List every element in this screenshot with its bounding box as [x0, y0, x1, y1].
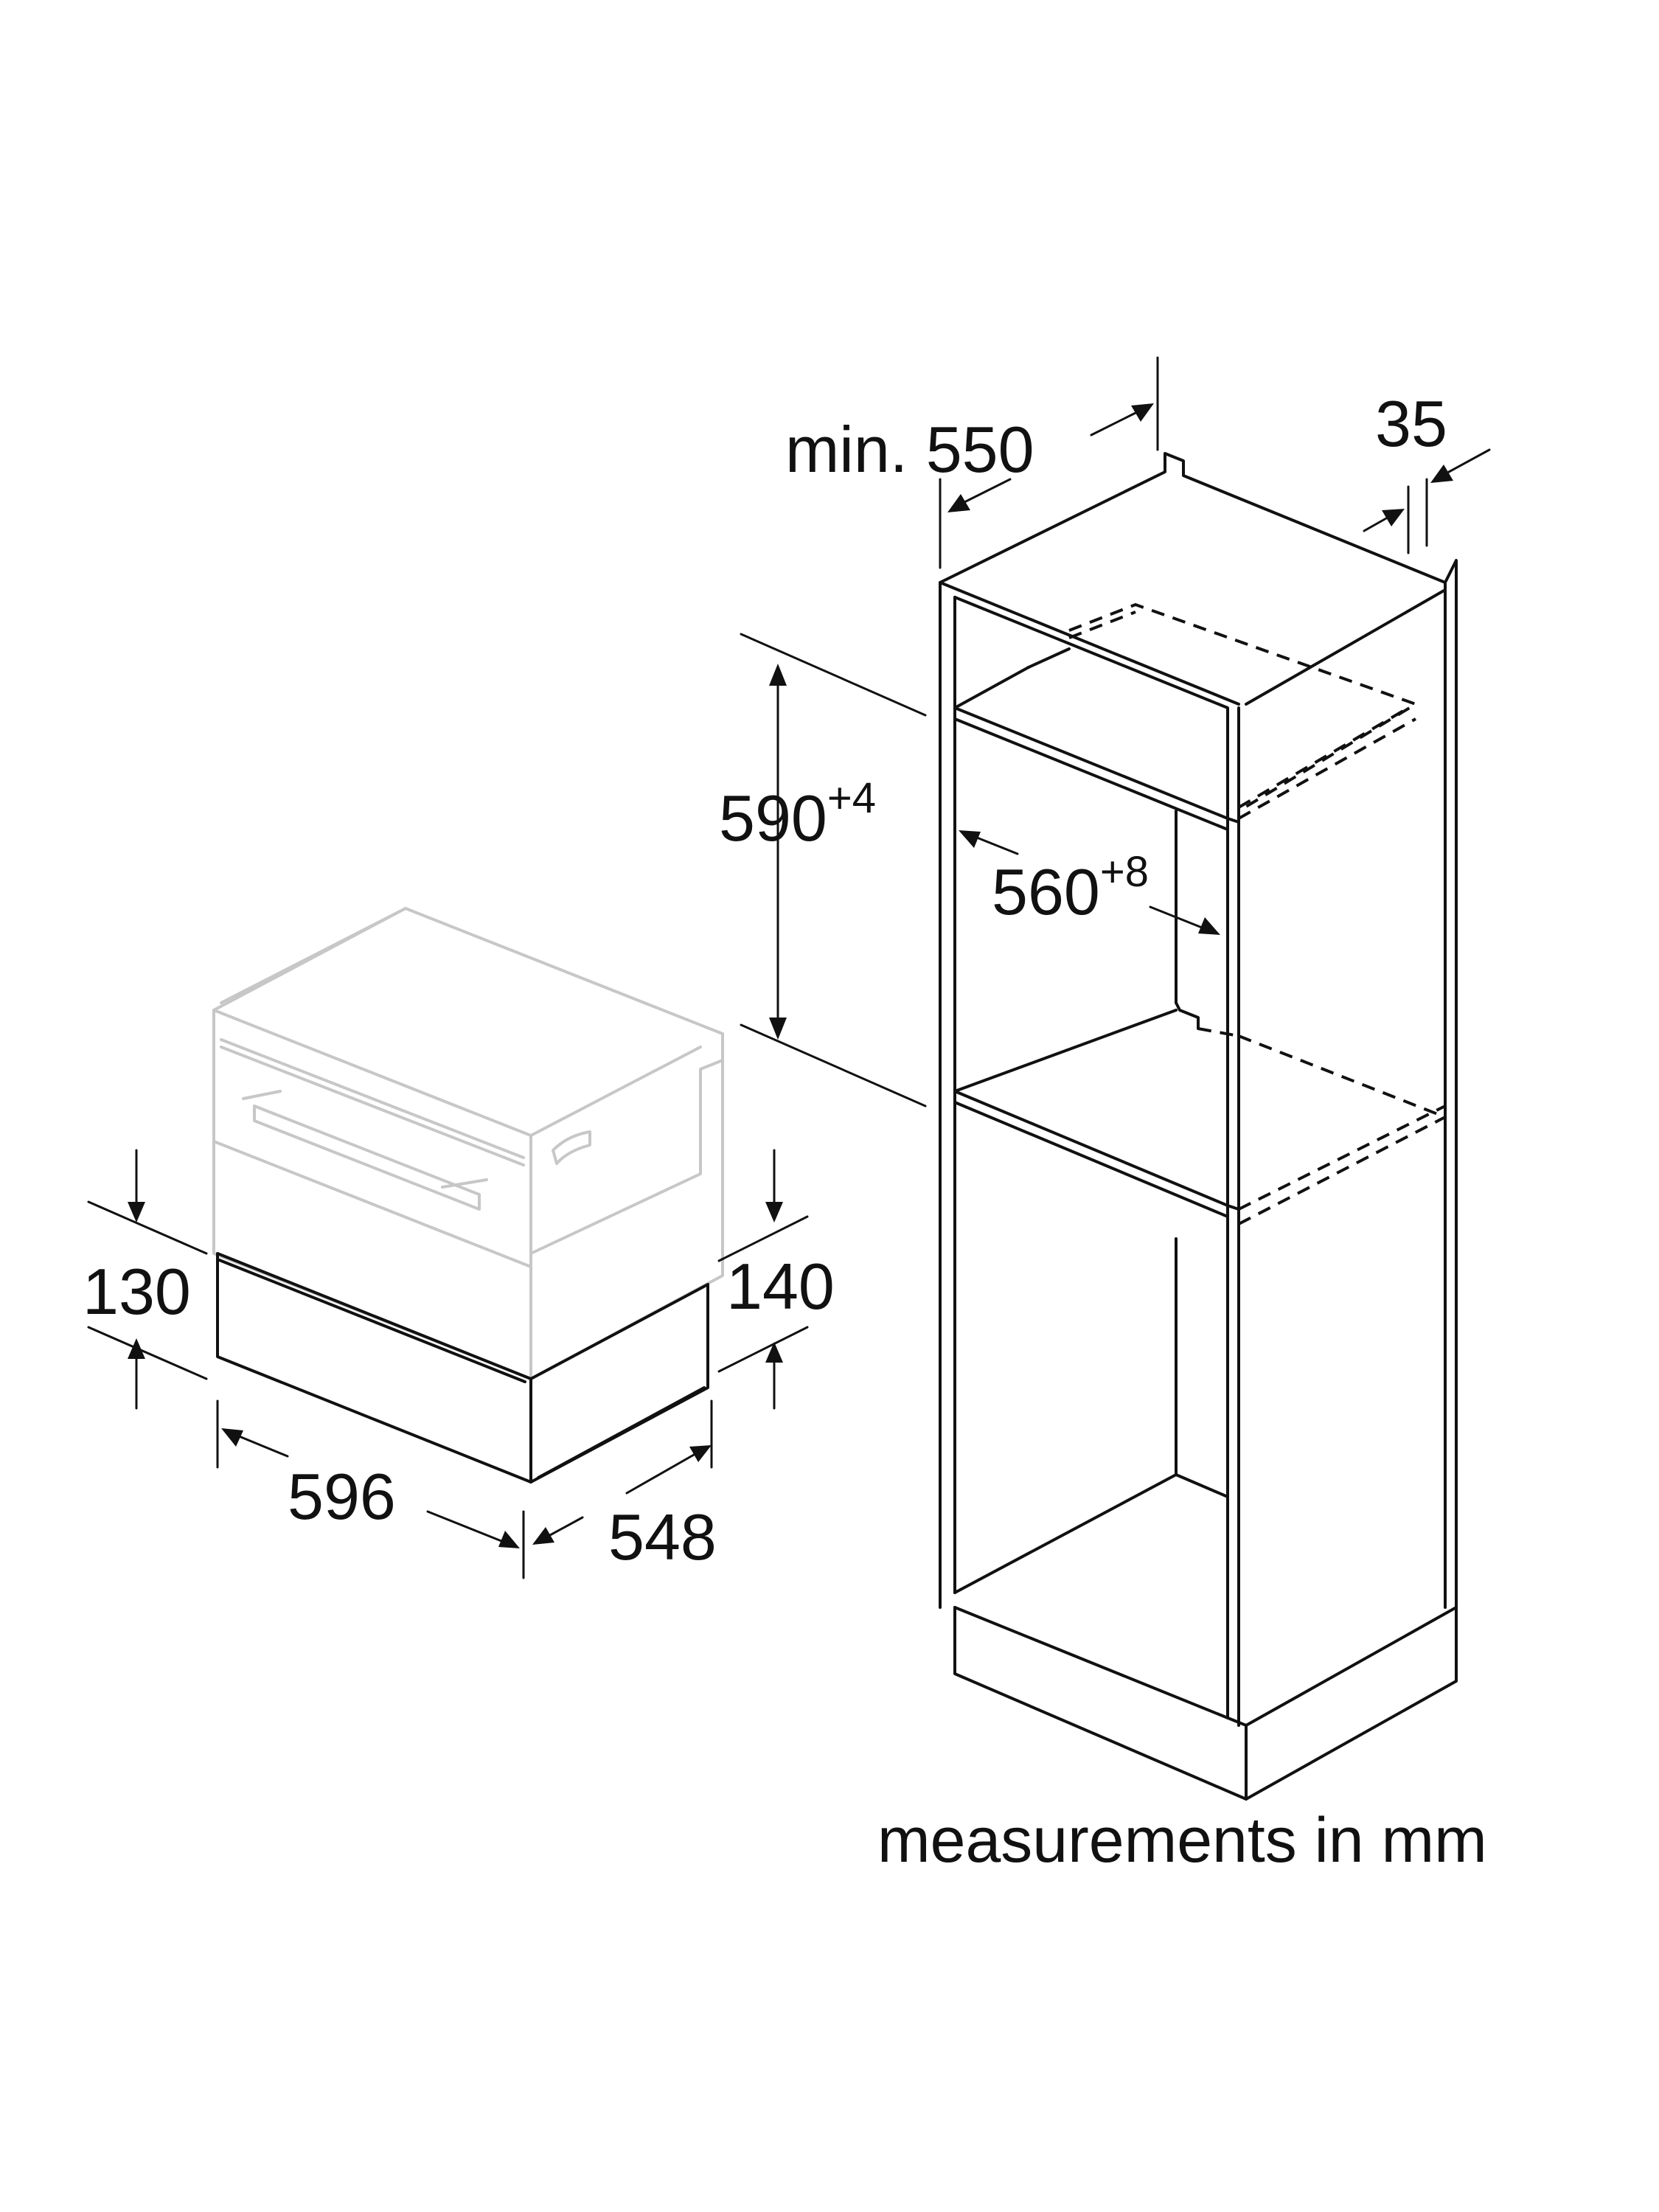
cabinet-dimension-lines: [740, 356, 1491, 1107]
label-panel-thickness: 35: [1375, 387, 1447, 460]
label-drawer-height-front: 130: [83, 1255, 191, 1328]
niche-width-tolerance: +8: [1100, 848, 1149, 896]
warming-drawer: [216, 1252, 709, 1484]
dimension-labels: min. 550 35 590+4 560+8 130 140 596 548 …: [83, 387, 1487, 1876]
label-niche-height: 590+4: [719, 774, 876, 855]
label-cabinet-depth: min. 550: [785, 413, 1034, 486]
niche-height-value: 590: [719, 782, 827, 855]
label-drawer-depth: 548: [608, 1500, 717, 1573]
oven-outline-ghost: [212, 907, 724, 1380]
niche-height-tolerance: +4: [827, 774, 876, 822]
niche-width-value: 560: [992, 855, 1100, 928]
tall-cabinet: [939, 452, 1458, 1801]
units-note: measurements in mm: [877, 1805, 1487, 1876]
label-drawer-width: 596: [288, 1460, 396, 1533]
label-drawer-height-side: 140: [726, 1250, 835, 1323]
drawer-dimension-lines: [87, 1149, 809, 1579]
label-niche-width: 560+8: [992, 848, 1149, 928]
